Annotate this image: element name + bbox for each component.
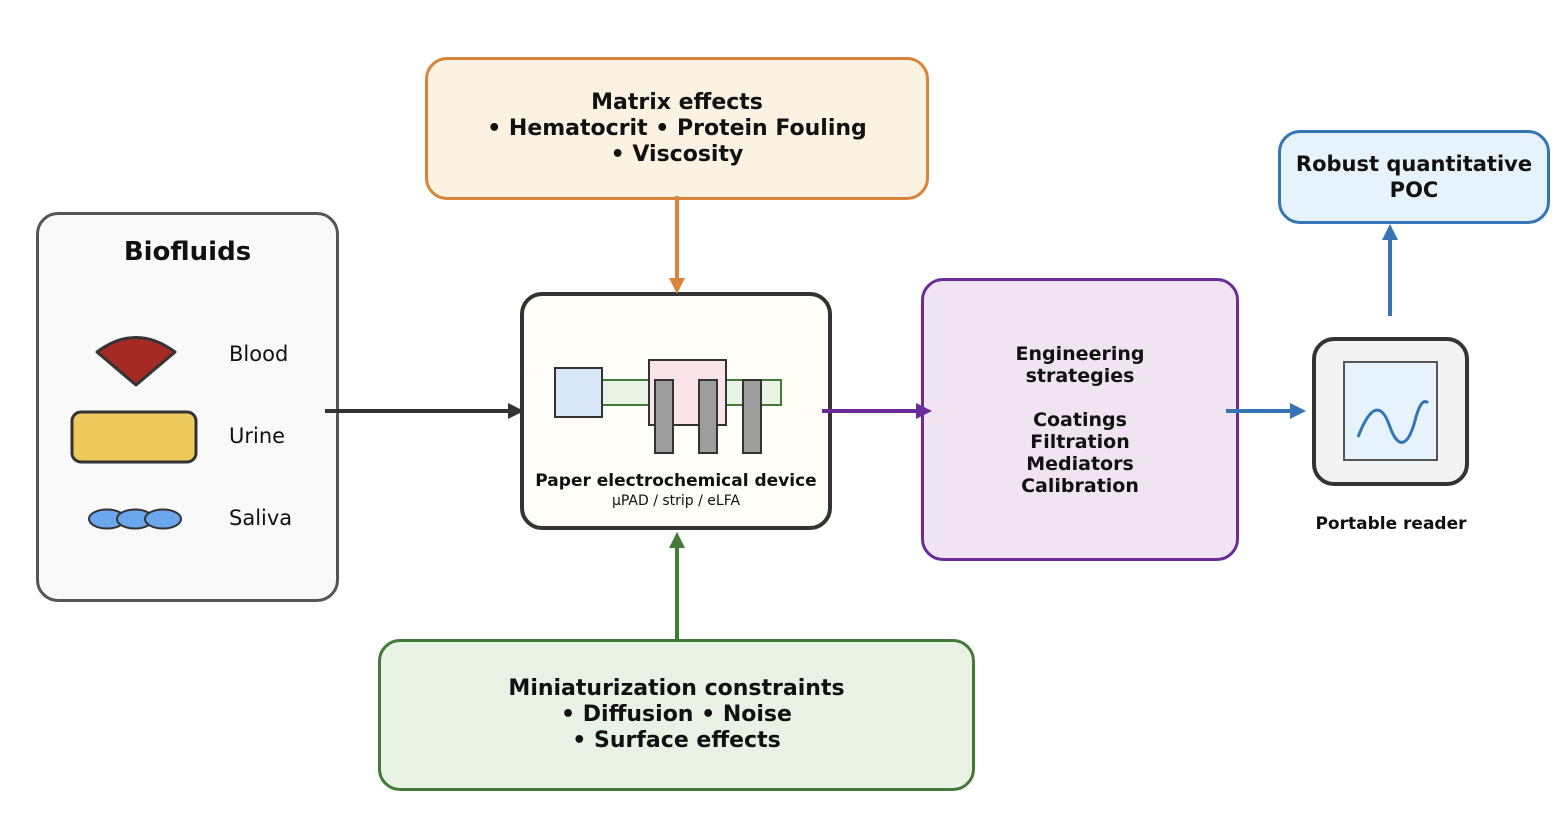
biofluids-title: Biofluids	[123, 237, 252, 267]
miniaturization-title: Miniaturization constraints	[508, 676, 845, 701]
saliva-label: Saliva	[229, 506, 293, 530]
arrow-device-to-engineering	[822, 403, 932, 419]
strategy-item-calibration: Calibration	[1021, 474, 1139, 497]
matrix-effects-line-2: • Viscosity	[610, 141, 744, 167]
arrow-engineering-to-reader	[1226, 403, 1306, 419]
strategy-item-filtration: Filtration	[1030, 430, 1130, 453]
blood-drop-icon	[95, 336, 177, 387]
matrix-effects-line-1: • Hematocrit • Protein Fouling	[487, 115, 867, 141]
matrix-effects-box: Matrix effects • Hematocrit • Protein Fo…	[425, 57, 929, 200]
strategy-item-mediators: Mediators	[1026, 452, 1134, 475]
signal-wave-icon	[1343, 361, 1438, 461]
matrix-effects-title: Matrix effects	[591, 89, 763, 115]
arrow-matrix-to-device	[669, 196, 685, 294]
engineering-strategies-box: Engineering strategies Coatings Filtrati…	[921, 278, 1239, 561]
device-box: Paper electrochemical device μPAD / stri…	[520, 292, 832, 530]
urine-label: Urine	[229, 424, 286, 448]
engineering-title-line-2: strategies	[1025, 364, 1135, 387]
biofluid-icons	[70, 336, 198, 530]
device-subtitle: μPAD / strip / eLFA	[611, 493, 741, 509]
poc-line-2: POC	[1389, 178, 1439, 202]
arrow-reader-to-poc	[1382, 224, 1398, 316]
biofluids-box: Biofluids Blood Urine Saliva	[36, 212, 339, 602]
miniaturization-line-1: • Diffusion • Noise	[561, 702, 792, 727]
device-title: Paper electrochemical device	[535, 471, 817, 491]
portable-reader-label: Portable reader	[1315, 514, 1467, 534]
robust-poc-box: Robust quantitative POC	[1278, 130, 1550, 224]
poc-line-1: Robust quantitative	[1295, 152, 1533, 176]
miniaturization-line-2: • Surface effects	[572, 728, 781, 753]
arrow-biofluids-to-device	[325, 403, 524, 419]
portable-reader-device	[1312, 337, 1469, 486]
blood-label: Blood	[229, 342, 289, 366]
paper-electrode-icon	[554, 359, 782, 454]
saliva-droplets-icon	[88, 508, 182, 530]
arrow-miniaturization-to-device	[669, 532, 685, 642]
strategy-item-coatings: Coatings	[1033, 408, 1127, 431]
urine-sample-icon	[70, 410, 198, 464]
engineering-title-line-1: Engineering	[1015, 342, 1145, 365]
